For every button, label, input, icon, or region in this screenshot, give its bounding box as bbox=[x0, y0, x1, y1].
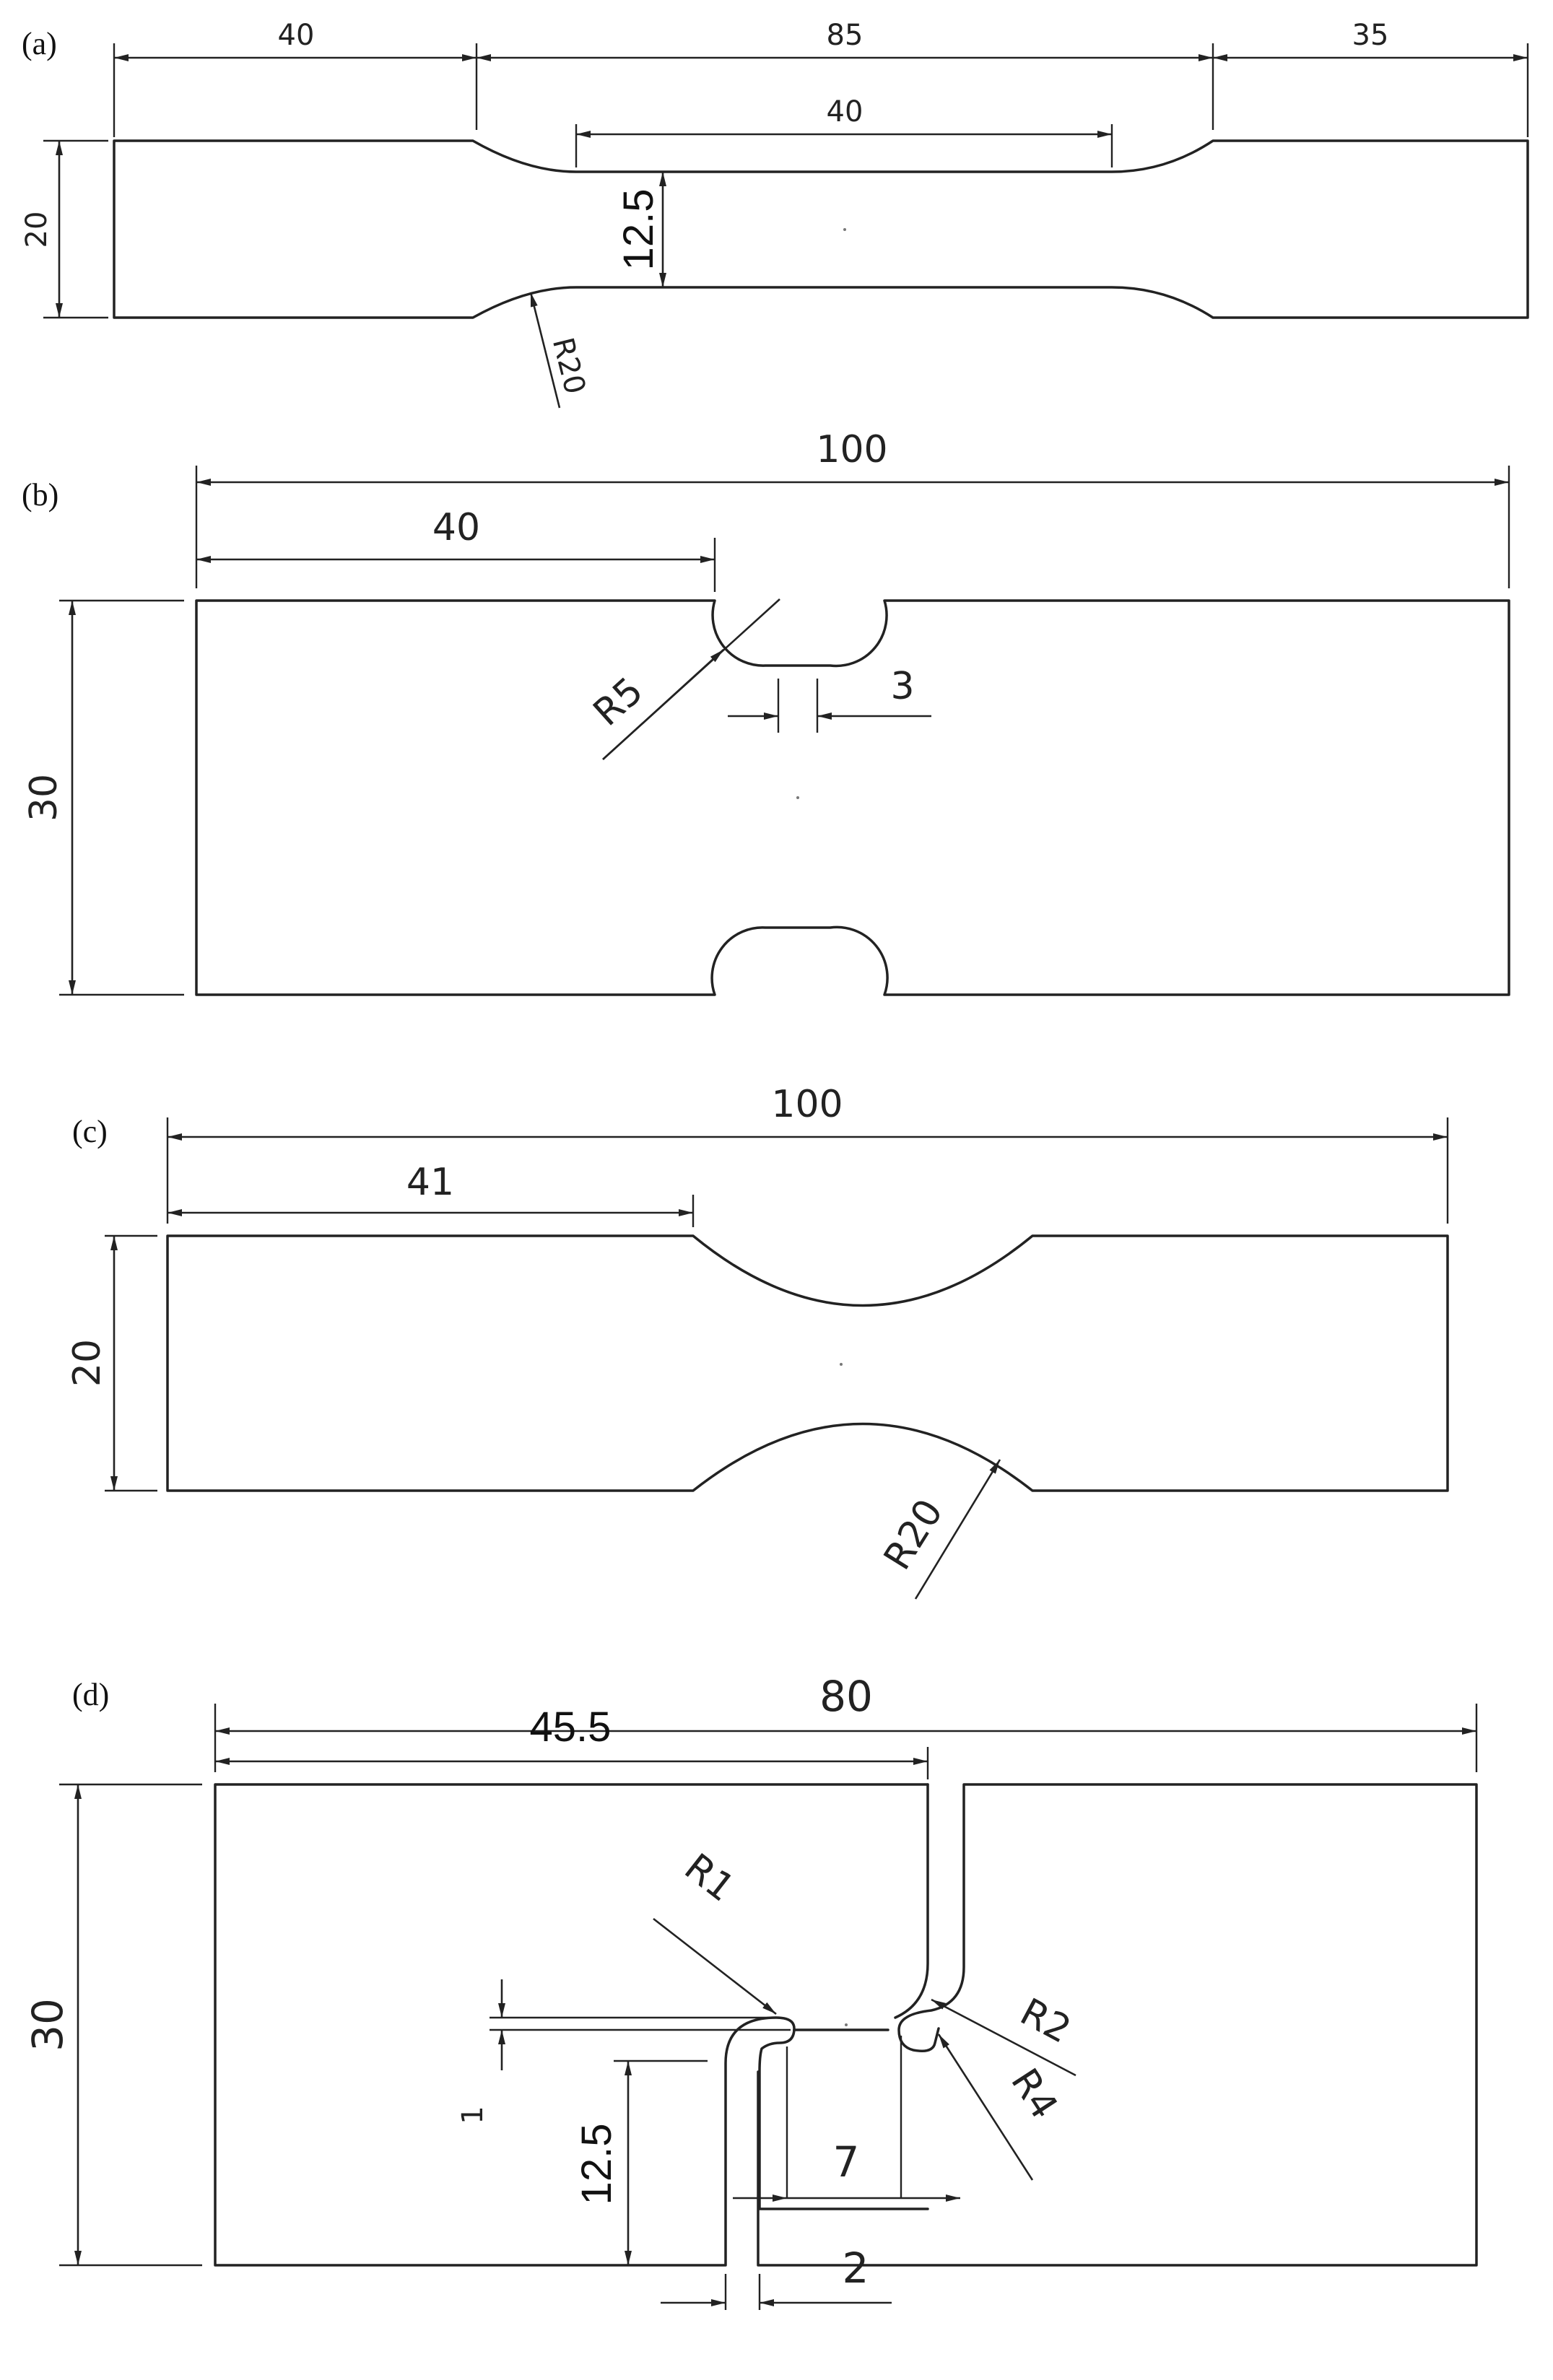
panel-d-dim-lig-height-text: 12.5 bbox=[573, 2124, 620, 2205]
panel-b-extension-lines bbox=[59, 466, 1510, 996]
panel-c-dim-width-text: 20 bbox=[66, 1339, 109, 1387]
panel-d-dim-slot-pos-text: 45.5 bbox=[530, 1704, 612, 1751]
panel-a-label: (a) bbox=[22, 26, 57, 61]
panel-a-dim-width-text: 20 bbox=[20, 212, 53, 248]
panel-a-specimen-outline bbox=[113, 139, 1529, 319]
panel-d-label: (d) bbox=[72, 1677, 109, 1712]
panel-d: (d) 80 45.5 30 1 12.5 7 2 R1 bbox=[23, 1672, 1478, 2310]
panel-a-radius-text: R20 bbox=[546, 334, 592, 397]
panel-d-r4-text: R4 bbox=[1002, 2061, 1066, 2127]
panel-d-extension-lines bbox=[59, 1704, 1478, 2310]
panel-b-radius-leader bbox=[602, 649, 724, 760]
panel-c-extension-lines bbox=[105, 1117, 1449, 1492]
panel-d-r1-text: R1 bbox=[677, 1846, 742, 1911]
panel-b-dim-notch-pos-text: 40 bbox=[432, 506, 480, 549]
panel-c-center-mark bbox=[840, 1363, 843, 1366]
panel-d-r1-leader bbox=[653, 1917, 777, 2015]
panel-d-dim-width-text: 30 bbox=[23, 1998, 72, 2052]
panel-b-label: (b) bbox=[22, 477, 58, 513]
panel-a-dim-gauge-text: 40 bbox=[827, 95, 863, 128]
panel-b-dim-total-text: 100 bbox=[816, 428, 887, 471]
panel-d-r2-text: R2 bbox=[1013, 1990, 1077, 2052]
panel-d-left-part-edge bbox=[894, 1783, 929, 2019]
panel-a-center-mark bbox=[843, 228, 846, 231]
panel-c: (c) 100 41 20 R20 bbox=[66, 1083, 1449, 1600]
panel-b-dim-flat-text: 3 bbox=[890, 665, 914, 708]
panel-c-label: (c) bbox=[72, 1114, 108, 1149]
panel-d-left-part-outline bbox=[214, 1783, 929, 2267]
panel-c-radius-leader bbox=[914, 1459, 1001, 1600]
panel-b: (b) 100 40 30 3 R5 bbox=[22, 428, 1510, 996]
panel-d-center-mark bbox=[845, 2023, 848, 2026]
panel-c-radius-text: R20 bbox=[876, 1492, 952, 1578]
panel-b-center-mark bbox=[796, 796, 799, 799]
panel-d-dim-total-text: 80 bbox=[819, 1672, 873, 1721]
panel-c-specimen-outline bbox=[166, 1234, 1449, 1492]
panel-d-dim-slot-width-text: 2 bbox=[843, 2244, 869, 2293]
panel-b-specimen-outline bbox=[195, 599, 1510, 996]
panel-d-r4-leader bbox=[937, 2034, 1034, 2181]
panel-a: (a) 40 85 35 40 20 12.5 R20 bbox=[20, 19, 1529, 409]
panel-a-dim-right-text: 35 bbox=[1352, 19, 1389, 52]
panel-a-extension-lines bbox=[43, 43, 1529, 319]
panel-c-dim-notch-pos-text: 41 bbox=[406, 1161, 454, 1204]
panel-b-dim-width-text: 30 bbox=[22, 774, 66, 821]
panel-a-dim-mid-text: 85 bbox=[827, 19, 863, 52]
panel-a-radius-leader bbox=[529, 292, 561, 409]
panel-d-r2-leader bbox=[931, 1998, 1076, 2077]
panel-d-dim-gap-text: 1 bbox=[456, 2106, 490, 2124]
panel-d-right-part-outline bbox=[757, 1783, 1478, 2267]
panel-a-dim-left-text: 40 bbox=[278, 19, 315, 52]
panel-c-dim-total-text: 100 bbox=[771, 1083, 843, 1126]
panel-d-dim-lig-len-text: 7 bbox=[833, 2137, 860, 2187]
panel-a-dim-gauge-width-text: 12.5 bbox=[615, 189, 662, 271]
